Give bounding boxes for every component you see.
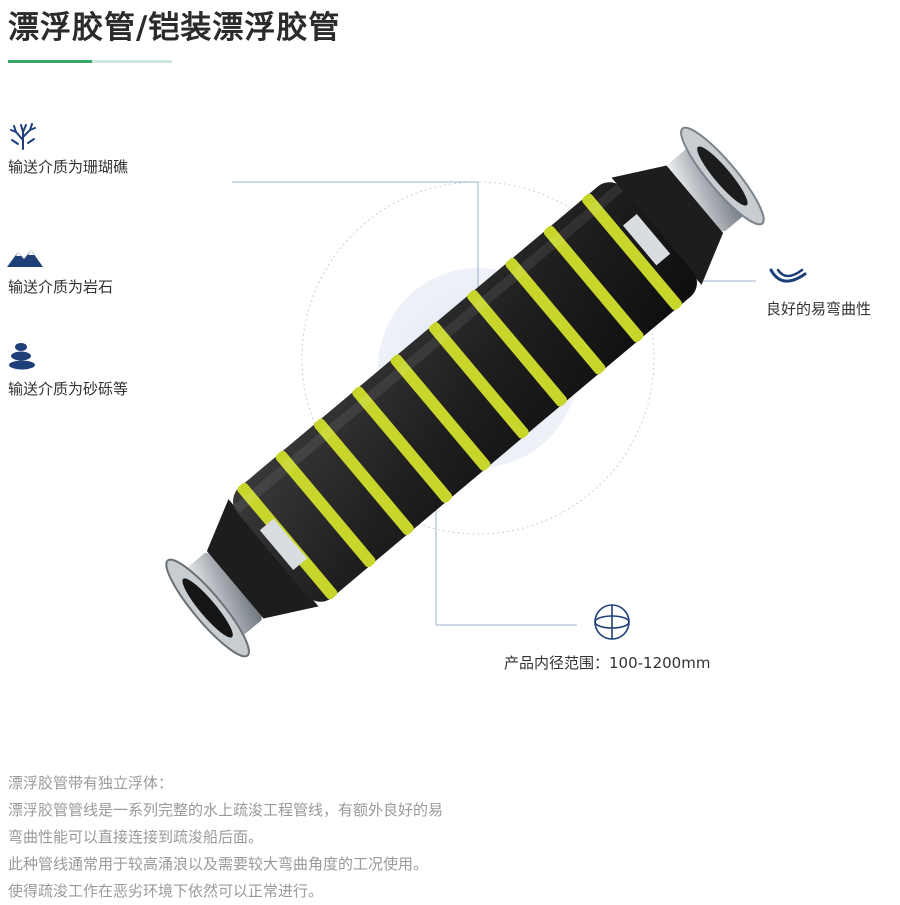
globe-icon [594, 604, 630, 640]
leader-line-bottom [435, 492, 577, 626]
flange-bottom-left [165, 552, 262, 658]
feature-gravel-label: 输送介质为砂砾等 [8, 380, 129, 398]
curve-icon [769, 268, 807, 283]
feature-rock: 输送介质为岩石 [6, 248, 113, 297]
pipe-body [233, 182, 697, 602]
description-line: 弯曲性能可以直接连接到疏浚船后面。 [8, 828, 264, 846]
description-line: 使得疏浚工作在恶劣环境下依然可以正常进行。 [8, 882, 324, 900]
product-description: 漂浮胶管带有独立浮体： 漂浮胶管管线是一系列完整的水上疏浚工程管线，有额外良好的… [8, 770, 568, 905]
mountain-icon [7, 250, 43, 267]
description-line: 漂浮胶管管线是一系列完整的水上疏浚工程管线，有额外良好的易 [8, 801, 444, 819]
description-line: 此种管线通常用于较高涌浪以及需要较大弯曲角度的工况使用。 [8, 855, 429, 873]
page-title: 漂浮胶管/铠装漂浮胶管 [8, 10, 341, 46]
feature-coral-label: 输送介质为珊瑚礁 [8, 158, 129, 176]
pipe-taper-right [611, 165, 724, 285]
stones-icon [9, 343, 35, 370]
brand-plate-left [259, 518, 308, 571]
feature-bending-label: 良好的易弯曲性 [766, 300, 872, 318]
description-line: 漂浮胶管带有独立浮体： [8, 774, 174, 792]
feature-coral: 输送介质为珊瑚礁 [8, 122, 128, 177]
coral-icon [10, 123, 36, 150]
feature-rock-label: 输送介质为岩石 [8, 278, 114, 296]
float-bands [237, 193, 682, 600]
title-underline [8, 60, 172, 63]
brand-plate-right [622, 213, 671, 266]
leader-line-top [232, 181, 479, 290]
flange-top-right [668, 126, 765, 232]
feature-bending: 良好的易弯曲性 [766, 268, 871, 319]
feature-gravel: 输送介质为砂砾等 [8, 342, 128, 399]
background-dashed-circle [301, 181, 655, 535]
pipe-taper-left [206, 499, 319, 619]
feature-diameter-label: 产品内径范围：100-1200mm [504, 654, 711, 672]
feature-diameter: 产品内径范围：100-1200mm [504, 602, 710, 673]
